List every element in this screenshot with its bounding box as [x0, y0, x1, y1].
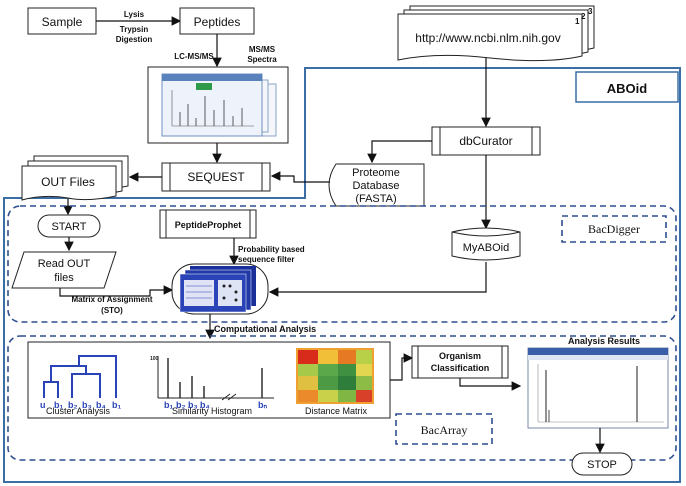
svg-text:b₁: b₁ [164, 400, 173, 410]
sample-label: Sample [42, 15, 83, 29]
analysis-to-organism-arrow [390, 353, 414, 381]
peptides-label: Peptides [194, 15, 241, 29]
cluster-leaf-labels: u b₁ b₂ b₃ b₄ b₁ [40, 400, 121, 410]
analysis-results-label: Analysis Results [568, 336, 640, 346]
dbcurator-to-proteome-arrow [367, 140, 432, 164]
bacdigger-region [7, 205, 677, 323]
cluster-analysis-label: Cluster Analysis [46, 406, 111, 416]
svg-text:b₃: b₃ [188, 400, 198, 410]
matrix-label-1: Matrix of Assignment [71, 295, 152, 304]
matrix-label-2: (STO) [101, 306, 123, 315]
readout-label-2: files [54, 272, 74, 284]
bacdigger-label-box [561, 215, 667, 243]
ncbi-url: http://www.ncbi.nlm.nih.gov [415, 31, 560, 45]
probability-label-2: sequence filter [238, 255, 294, 264]
svg-text:b₂: b₂ [68, 400, 78, 410]
organism-classification-box [411, 345, 509, 379]
svg-text:u: u [40, 400, 46, 410]
svg-text:100: 100 [150, 356, 159, 362]
organism-label-1: Organism [439, 351, 481, 361]
organism-to-results-arrow [459, 378, 522, 391]
probability-label-1: Probability based [238, 245, 305, 254]
peptides-box [179, 7, 255, 35]
page-number-3: 3 [588, 7, 593, 16]
svg-text:b₁: b₁ [112, 400, 121, 410]
spectra-thumbnails [161, 73, 277, 137]
lcms-label: LC-MS/MS [174, 52, 214, 61]
svg-text:b₁: b₁ [54, 400, 63, 410]
svg-text:b₄: b₄ [96, 400, 106, 410]
similarity-histogram-label: Similarity Histogram [172, 406, 252, 416]
bacarray-region [7, 335, 677, 461]
proteome-label-3: (FASTA) [355, 193, 396, 205]
analysis-results-window [527, 347, 669, 429]
msms-label-2: Spectra [247, 55, 277, 64]
proteome-database-shape [328, 163, 425, 207]
myaboid-cylinder [451, 227, 521, 261]
digestion-label: Digestion [116, 35, 153, 44]
svg-text:b₃: b₃ [82, 400, 92, 410]
start-label: START [51, 221, 86, 233]
readout-parallelogram [11, 251, 117, 289]
myaboid-label: MyABOid [463, 242, 509, 254]
outfiles-stack [21, 155, 129, 201]
aboid-frame [3, 67, 681, 483]
myaboid-to-matrix-arrow [268, 262, 487, 297]
aboid-label-box [575, 71, 679, 103]
outfiles-label: OUT Files [41, 175, 95, 189]
page-number-2: 2 [581, 12, 586, 21]
ncbi-pages [397, 5, 595, 62]
stop-label: STOP [587, 459, 617, 471]
sequest-box [161, 162, 271, 192]
distance-matrix-heatmap [296, 348, 374, 404]
computational-label: Computational Analysis [214, 324, 316, 334]
readout-label-1: Read OUT [38, 258, 91, 270]
svg-text:b₄: b₄ [200, 400, 210, 410]
svg-text:b₂: b₂ [176, 400, 186, 410]
proteome-label-1: Proteome [352, 167, 400, 179]
similarity-histogram [157, 356, 274, 401]
page-number-1: 1 [575, 17, 580, 26]
bacarray-label-box [395, 413, 493, 445]
lysis-label: Lysis [124, 10, 145, 19]
dbcurator-label: dbCurator [459, 134, 512, 148]
readout-to-matrix-arrow [59, 285, 174, 297]
proteome-label-2: Database [352, 180, 399, 192]
peptideprophet-box [159, 209, 257, 239]
proteome-to-sequest-arrow [270, 171, 330, 183]
histogram-labels: 100 b₁ b₂ b₃ b₄ bₙ [150, 356, 267, 410]
organism-label-2: Classification [431, 363, 490, 373]
svg-text:bₙ: bₙ [258, 400, 267, 410]
bacdigger-label: BacDigger [588, 222, 640, 236]
trypsin-label: Trypsin [120, 25, 149, 34]
cluster-dendrogram [43, 355, 117, 398]
aboid-label: ABOid [607, 81, 648, 96]
sample-box [27, 7, 97, 35]
msms-label-1: MS/MS [249, 45, 276, 54]
matrix-thumbnail [179, 266, 256, 313]
peptideprophet-label: PeptideProphet [175, 220, 242, 230]
stop-terminal [571, 452, 633, 476]
sequest-label: SEQUEST [187, 170, 245, 184]
bacarray-label: BacArray [421, 423, 468, 437]
distance-matrix-label: Distance Matrix [305, 406, 368, 416]
